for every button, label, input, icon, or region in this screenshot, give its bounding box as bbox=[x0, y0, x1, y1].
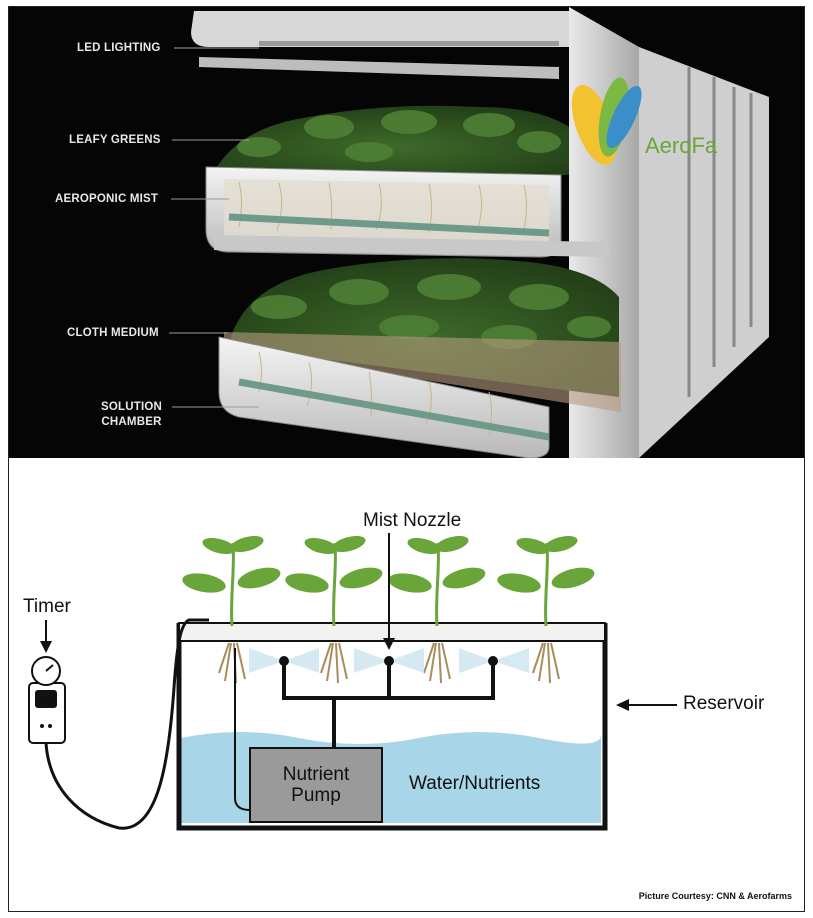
label-pump-line2: Pump bbox=[291, 785, 341, 806]
label-aeroponic-mist: AEROPONIC MIST bbox=[55, 193, 159, 205]
label-solution-chamber: SOLUTION CHAMBER bbox=[101, 400, 162, 430]
mist-pipe-lower bbox=[238, 378, 550, 441]
picture-credit: Picture Courtesy: CNN & Aerofarms bbox=[638, 891, 792, 901]
plant-1 bbox=[182, 535, 281, 684]
label-led-lighting: LED LIGHTING bbox=[77, 42, 161, 54]
mist-piping bbox=[282, 661, 495, 748]
plant-4 bbox=[497, 535, 595, 684]
vertical-farm-illustration: AeroFa bbox=[169, 7, 769, 458]
mist-pipe-upper bbox=[228, 213, 550, 237]
mist-nozzle-1 bbox=[279, 656, 289, 666]
label-cloth-medium: CLOTH MEDIUM bbox=[67, 327, 159, 339]
mist-sprays bbox=[249, 648, 529, 673]
timer-plug bbox=[35, 690, 57, 708]
label-reservoir: Reservoir bbox=[683, 693, 765, 714]
plant-2 bbox=[285, 535, 383, 684]
aeroponics-schematic bbox=[28, 533, 677, 831]
nutrient-pump bbox=[249, 747, 383, 823]
label-leafy-greens: LEAFY GREENS bbox=[69, 134, 161, 146]
led-light-shelf bbox=[191, 11, 569, 47]
label-solution-line1: SOLUTION bbox=[101, 401, 163, 413]
reservoir-box bbox=[176, 623, 608, 831]
label-pump-line1: Nutrient bbox=[282, 764, 350, 785]
label-water-nutrients: Water/Nutrients bbox=[409, 773, 541, 794]
plant-3 bbox=[388, 535, 486, 684]
label-nutrient-pump: Nutrient Pump bbox=[250, 764, 382, 806]
pump-cord bbox=[234, 648, 251, 811]
power-cord bbox=[44, 618, 209, 830]
mist-nozzle-2 bbox=[384, 656, 394, 666]
label-timer: Timer bbox=[23, 596, 71, 617]
aeroponics-diagram: Mist Nozzle Timer Reservoir Nutrient Pum… bbox=[9, 458, 804, 911]
cloth-medium bbox=[224, 332, 621, 412]
solution-chamber-tray bbox=[218, 336, 550, 458]
brand-text: AeroFa bbox=[645, 133, 718, 158]
aerofarms-photo: AeroFa bbox=[9, 7, 804, 458]
aerofarms-logo-icon bbox=[571, 77, 642, 165]
mist-nozzle-3 bbox=[488, 656, 498, 666]
label-mist-nozzle: Mist Nozzle bbox=[363, 510, 462, 531]
label-solution-line2: CHAMBER bbox=[101, 416, 162, 428]
